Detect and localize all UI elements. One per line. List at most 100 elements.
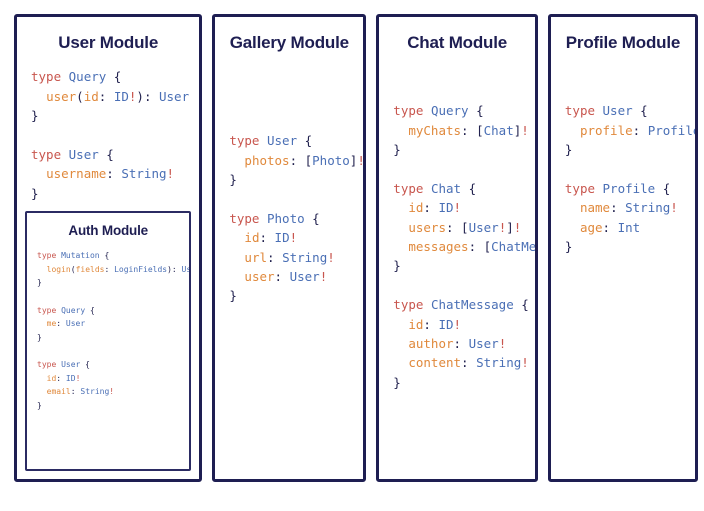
token-kw: type	[37, 359, 57, 369]
code-line: users: [User!]!	[393, 218, 527, 237]
token-punc: ]	[513, 122, 522, 138]
token-punc	[229, 153, 244, 168]
token-punc: {	[85, 305, 95, 315]
code-line: }	[31, 184, 191, 203]
schema-code-gallery-module: type User { photos: [Photo]!} type Photo…	[223, 131, 363, 305]
token-field: user	[46, 88, 77, 104]
token-kw: !	[75, 373, 81, 383]
code-block-gap	[565, 160, 687, 179]
token-type: String	[121, 166, 167, 182]
code-line: type Mutation {	[37, 249, 183, 263]
code-line: type Photo {	[229, 209, 355, 228]
token-field: content	[408, 355, 462, 371]
token-punc: :	[267, 249, 283, 265]
token-field: id	[244, 230, 260, 246]
card-gallery-module[interactable]: Gallery Module type User { photos: [Phot…	[212, 14, 367, 482]
token-punc: }	[564, 142, 573, 158]
code-line: url: String!	[229, 248, 355, 267]
code-line: type User {	[37, 358, 183, 372]
schema-code-profile-module: type User { profile: Profile!} type Prof…	[559, 101, 695, 256]
token-field: name	[579, 200, 611, 216]
token-punc: }	[229, 288, 237, 304]
card-auth-module[interactable]: Auth Module type Mutation { login(fields…	[25, 211, 192, 471]
token-punc: {	[304, 210, 320, 226]
card-profile-module[interactable]: Profile Module type User { profile: Prof…	[547, 14, 698, 482]
token-punc: ]	[349, 152, 358, 168]
token-type: Query	[61, 305, 86, 315]
token-type: LoginFields	[114, 264, 168, 274]
token-kw: type	[393, 297, 424, 313]
token-kw: type	[393, 180, 424, 196]
schema-code-auth-module: type Mutation { login(fields: LoginField…	[33, 249, 189, 413]
code-line: content: String!	[393, 353, 529, 372]
token-punc: ):	[167, 264, 182, 274]
code-line: }	[393, 140, 527, 159]
token-punc: :	[106, 166, 122, 182]
token-field: users	[408, 219, 446, 235]
token-type: User	[267, 133, 298, 149]
code-line: }	[37, 399, 183, 413]
token-field: id	[46, 373, 57, 383]
token-kw: !	[521, 122, 529, 138]
token-punc	[565, 200, 580, 215]
code-line: age: Int	[565, 218, 687, 237]
code-line: me: User	[37, 317, 183, 331]
token-punc: {	[106, 69, 122, 85]
token-kw: type	[31, 69, 62, 85]
token-punc	[393, 239, 408, 254]
token-punc: :	[602, 219, 618, 235]
token-punc	[393, 355, 408, 370]
token-kw: !	[319, 269, 328, 285]
token-punc	[37, 265, 47, 274]
code-block-gap	[31, 126, 191, 145]
token-type: User	[65, 319, 86, 329]
token-punc: : [	[289, 152, 313, 168]
code-line: messages: [ChatMessage]!	[393, 237, 535, 256]
code-line: id: ID!	[393, 198, 527, 217]
token-punc: {	[297, 133, 313, 149]
code-line: type Profile {	[565, 179, 687, 198]
token-type: ChatMessage	[430, 297, 514, 313]
token-punc: }	[31, 108, 39, 124]
card-user-module[interactable]: User Module type Query { user(id: ID!): …	[14, 14, 203, 482]
token-punc: {	[80, 359, 90, 369]
token-field: id	[83, 88, 99, 104]
token-kw: type	[31, 146, 62, 162]
code-line: }	[37, 331, 183, 345]
card-title-gallery-module: Gallery Module	[229, 33, 349, 52]
token-type: String	[282, 249, 328, 265]
token-kw: !	[498, 335, 507, 351]
token-kw: !	[521, 355, 529, 371]
code-block-gap	[37, 290, 183, 304]
token-punc	[37, 387, 47, 396]
token-type: String	[80, 387, 110, 397]
code-line: profile: Profile!	[565, 121, 695, 140]
token-punc: {	[513, 297, 529, 313]
token-punc: {	[655, 180, 671, 196]
token-punc: :	[56, 373, 66, 383]
token-type: ID	[438, 200, 454, 216]
token-kw: type	[37, 251, 57, 261]
code-line: username: String!	[31, 164, 191, 183]
token-kw: type	[229, 210, 260, 226]
token-type: User	[468, 219, 499, 235]
token-type: User	[61, 359, 81, 369]
token-kw: type	[37, 305, 57, 315]
token-type: ID	[113, 88, 129, 104]
token-punc	[229, 269, 244, 284]
code-line: type Query {	[37, 304, 183, 318]
card-chat-module[interactable]: Chat Module type Query { myChats: [Chat]…	[376, 14, 538, 482]
token-type: ID	[274, 230, 290, 246]
token-punc: :	[632, 122, 648, 138]
code-line: author: User!	[393, 334, 527, 353]
token-type: Query	[68, 69, 107, 85]
token-type: User	[159, 88, 190, 104]
token-punc	[259, 211, 267, 226]
token-type: Photo	[312, 152, 350, 168]
token-punc: {	[461, 180, 477, 196]
code-line: }	[393, 373, 527, 392]
code-line: user(id: ID!): User	[31, 87, 191, 106]
token-kw: !	[289, 230, 298, 246]
token-punc: :	[274, 269, 290, 285]
